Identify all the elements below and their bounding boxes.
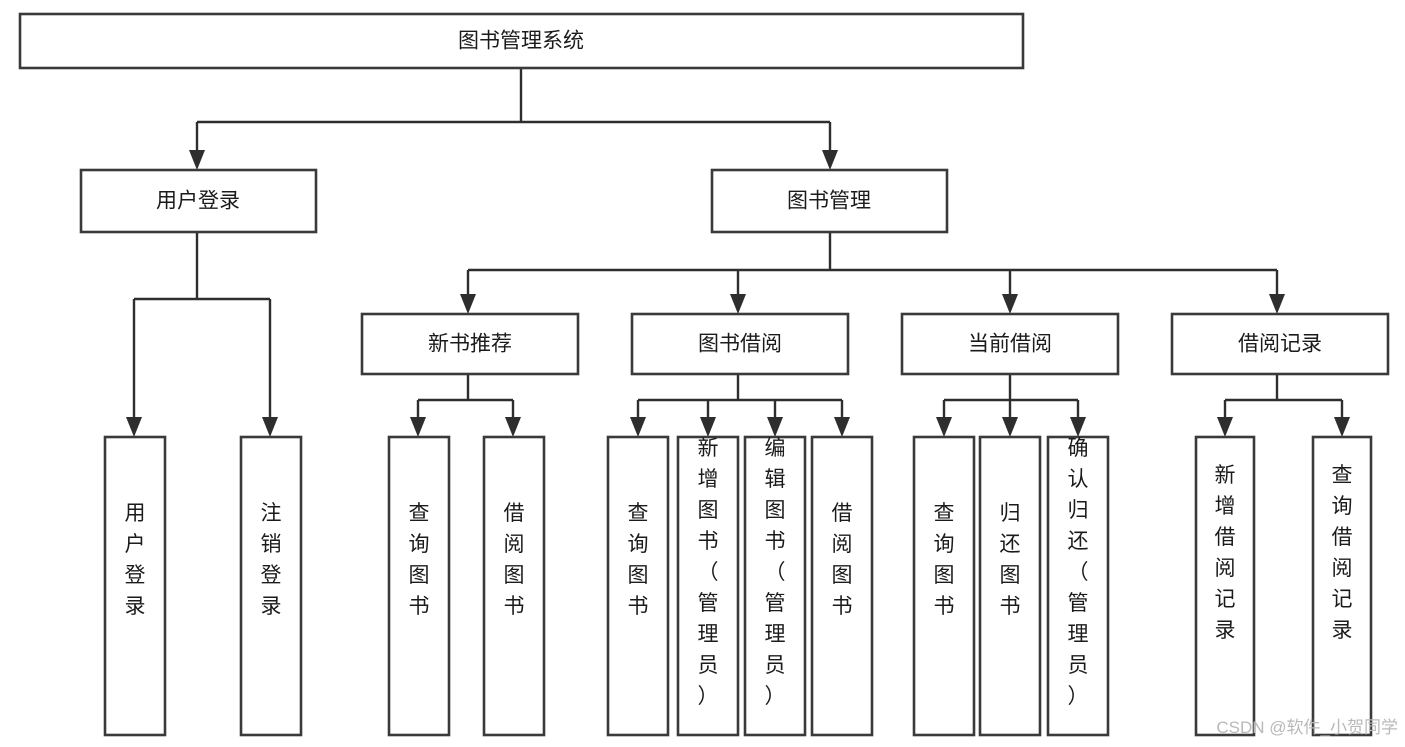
arrow-head-leaf-currentborrow-2 <box>1002 417 1018 437</box>
leaf-node-query-book-borrow[interactable]: 查询图书 <box>606 435 670 737</box>
arrow-head-leaf-bookborrow-4 <box>834 417 850 437</box>
leaf-node-add-borrow-record[interactable]: 新增借阅记录 <box>1194 435 1256 737</box>
node-book-borrow-box[interactable] <box>630 312 850 376</box>
leaf-node-query-book-borrow-box[interactable] <box>606 435 670 737</box>
leaf-node-return-book-label: 归还图书 <box>1000 502 1021 618</box>
leaf-node-user-login-box[interactable] <box>103 435 167 737</box>
node-book-management-label: 图书管理 <box>787 190 871 213</box>
arrow-head-borrow-record <box>1269 294 1285 314</box>
arrow-head-current-borrow <box>1002 294 1018 314</box>
arrow-head-user-login <box>189 150 205 170</box>
leaf-node-return-book[interactable]: 归还图书 <box>978 435 1042 737</box>
arrow-head-leaf-user-login <box>126 417 142 437</box>
node-user-login[interactable]: 用户登录 <box>79 168 318 234</box>
connector-layer <box>126 68 1350 437</box>
node-user-login-label: 用户登录 <box>156 190 240 213</box>
node-book-management-box[interactable] <box>710 168 949 234</box>
leaf-node-query-borrow-record-label: 查询借阅记录 <box>1332 464 1353 642</box>
leaf-node-borrow-book-borrow-label: 借阅图书 <box>832 502 853 618</box>
leaf-node-edit-book-admin-label: 编辑图书（管理员） <box>765 437 786 708</box>
leaf-node-logout[interactable]: 注销登录 <box>239 435 303 737</box>
leaf-node-query-book-current[interactable]: 查询图书 <box>912 435 976 737</box>
leaf-node-borrow-book-borrow-box[interactable] <box>810 435 874 737</box>
arrow-head-leaf-logout <box>262 417 278 437</box>
arrow-head-book-borrow <box>730 294 746 314</box>
arrow-head-leaf-bookborrow-1 <box>630 417 646 437</box>
node-root[interactable]: 图书管理系统 <box>18 12 1025 70</box>
node-current-borrow-box[interactable] <box>900 312 1120 376</box>
leaf-node-add-book-admin-label: 新增图书（管理员） <box>698 437 719 708</box>
node-user-login-box[interactable] <box>79 168 318 234</box>
arrow-head-leaf-currentborrow-3 <box>1070 417 1086 437</box>
arrow-head-leaf-newbook-1 <box>410 417 426 437</box>
node-book-borrow[interactable]: 图书借阅 <box>630 312 850 376</box>
leaf-node-add-book-admin[interactable]: 新增图书（管理员） <box>676 435 740 737</box>
arrow-head-book-mgmt <box>822 150 838 170</box>
leaf-node-query-book-recommend[interactable]: 查询图书 <box>387 435 451 737</box>
leaf-node-query-book-recommend-label: 查询图书 <box>409 502 430 618</box>
node-root-label: 图书管理系统 <box>458 30 584 53</box>
leaf-node-logout-label: 注销登录 <box>261 502 282 618</box>
leaf-node-user-login-label: 用户登录 <box>125 502 146 618</box>
leaf-node-confirm-return-admin-box[interactable] <box>1046 435 1110 737</box>
node-current-borrow[interactable]: 当前借阅 <box>900 312 1120 376</box>
leaf-node-logout-box[interactable] <box>239 435 303 737</box>
leaf-node-add-borrow-record-label: 新增借阅记录 <box>1215 464 1236 642</box>
leaf-node-query-book-current-box[interactable] <box>912 435 976 737</box>
leaf-node-confirm-return-admin-label: 确认归还（管理员） <box>1068 437 1089 708</box>
node-new-book-recommend-box[interactable] <box>360 312 580 376</box>
node-new-book-recommend-label: 新书推荐 <box>428 333 512 356</box>
node-borrow-record[interactable]: 借阅记录 <box>1170 312 1390 376</box>
leaf-node-query-book-recommend-box[interactable] <box>387 435 451 737</box>
leaf-node-confirm-return-admin[interactable]: 确认归还（管理员） <box>1046 435 1110 737</box>
leaf-node-edit-book-admin-box[interactable] <box>743 435 807 737</box>
arrow-head-new-book <box>460 294 476 314</box>
leaf-node-borrow-book-recommend-box[interactable] <box>482 435 546 737</box>
node-borrow-record-label: 借阅记录 <box>1238 333 1322 356</box>
node-book-management[interactable]: 图书管理 <box>710 168 949 234</box>
leaf-node-add-borrow-record-box[interactable] <box>1194 435 1256 737</box>
leaf-node-user-login[interactable]: 用户登录 <box>103 435 167 737</box>
arrow-head-leaf-bookborrow-3 <box>767 417 783 437</box>
arrow-head-leaf-borrowrecord-2 <box>1334 417 1350 437</box>
leaf-node-query-book-borrow-label: 查询图书 <box>628 502 649 618</box>
node-current-borrow-label: 当前借阅 <box>968 333 1052 356</box>
node-new-book-recommend[interactable]: 新书推荐 <box>360 312 580 376</box>
leaf-node-add-book-admin-box[interactable] <box>676 435 740 737</box>
node-book-borrow-label: 图书借阅 <box>698 333 782 356</box>
node-borrow-record-box[interactable] <box>1170 312 1390 376</box>
leaf-node-borrow-book-recommend-label: 借阅图书 <box>504 502 525 618</box>
leaf-node-return-book-box[interactable] <box>978 435 1042 737</box>
leaf-node-query-book-current-label: 查询图书 <box>934 502 955 618</box>
leaf-node-borrow-book-recommend[interactable]: 借阅图书 <box>482 435 546 737</box>
leaf-node-borrow-book-borrow[interactable]: 借阅图书 <box>810 435 874 737</box>
arrow-head-leaf-borrowrecord-1 <box>1217 417 1233 437</box>
arrow-head-leaf-newbook-2 <box>505 417 521 437</box>
leaf-node-query-borrow-record-box[interactable] <box>1311 435 1373 737</box>
arrow-head-leaf-currentborrow-1 <box>936 417 952 437</box>
arrow-head-leaf-bookborrow-2 <box>700 417 716 437</box>
leaf-node-query-borrow-record[interactable]: 查询借阅记录 <box>1311 435 1373 737</box>
leaf-node-edit-book-admin[interactable]: 编辑图书（管理员） <box>743 435 807 737</box>
csdn-watermark: CSDN @软件_小贺同学 <box>1216 718 1398 737</box>
node-root-box[interactable] <box>18 12 1025 70</box>
